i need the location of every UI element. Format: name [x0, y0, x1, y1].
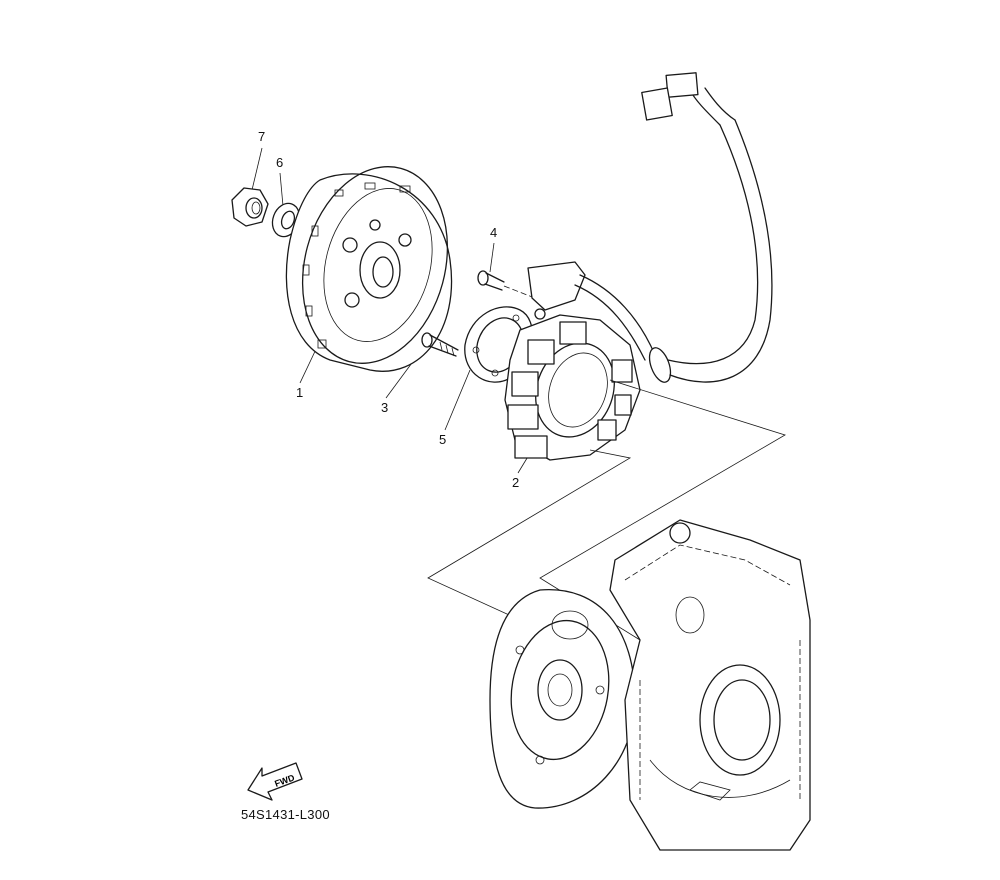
callout-6: 6: [276, 155, 284, 170]
crankcase: [609, 519, 811, 851]
callout-2: 2: [512, 475, 520, 490]
drawing-code: 54S1431-L300: [241, 807, 330, 822]
callout-4: 4: [490, 225, 498, 240]
rotor-part: [285, 166, 453, 372]
callout-1: 1: [296, 385, 304, 400]
fwd-arrow-icon: [247, 762, 303, 801]
callout-3: 3: [381, 400, 389, 415]
callout-5: 5: [439, 432, 447, 447]
callout-7: 7: [258, 129, 266, 144]
crankcase-cover: [489, 589, 636, 809]
nut-part: [231, 187, 269, 227]
assembly-guide-line-2: [427, 449, 632, 621]
stator-part: [504, 72, 773, 461]
bolt-part-3: [421, 332, 459, 357]
